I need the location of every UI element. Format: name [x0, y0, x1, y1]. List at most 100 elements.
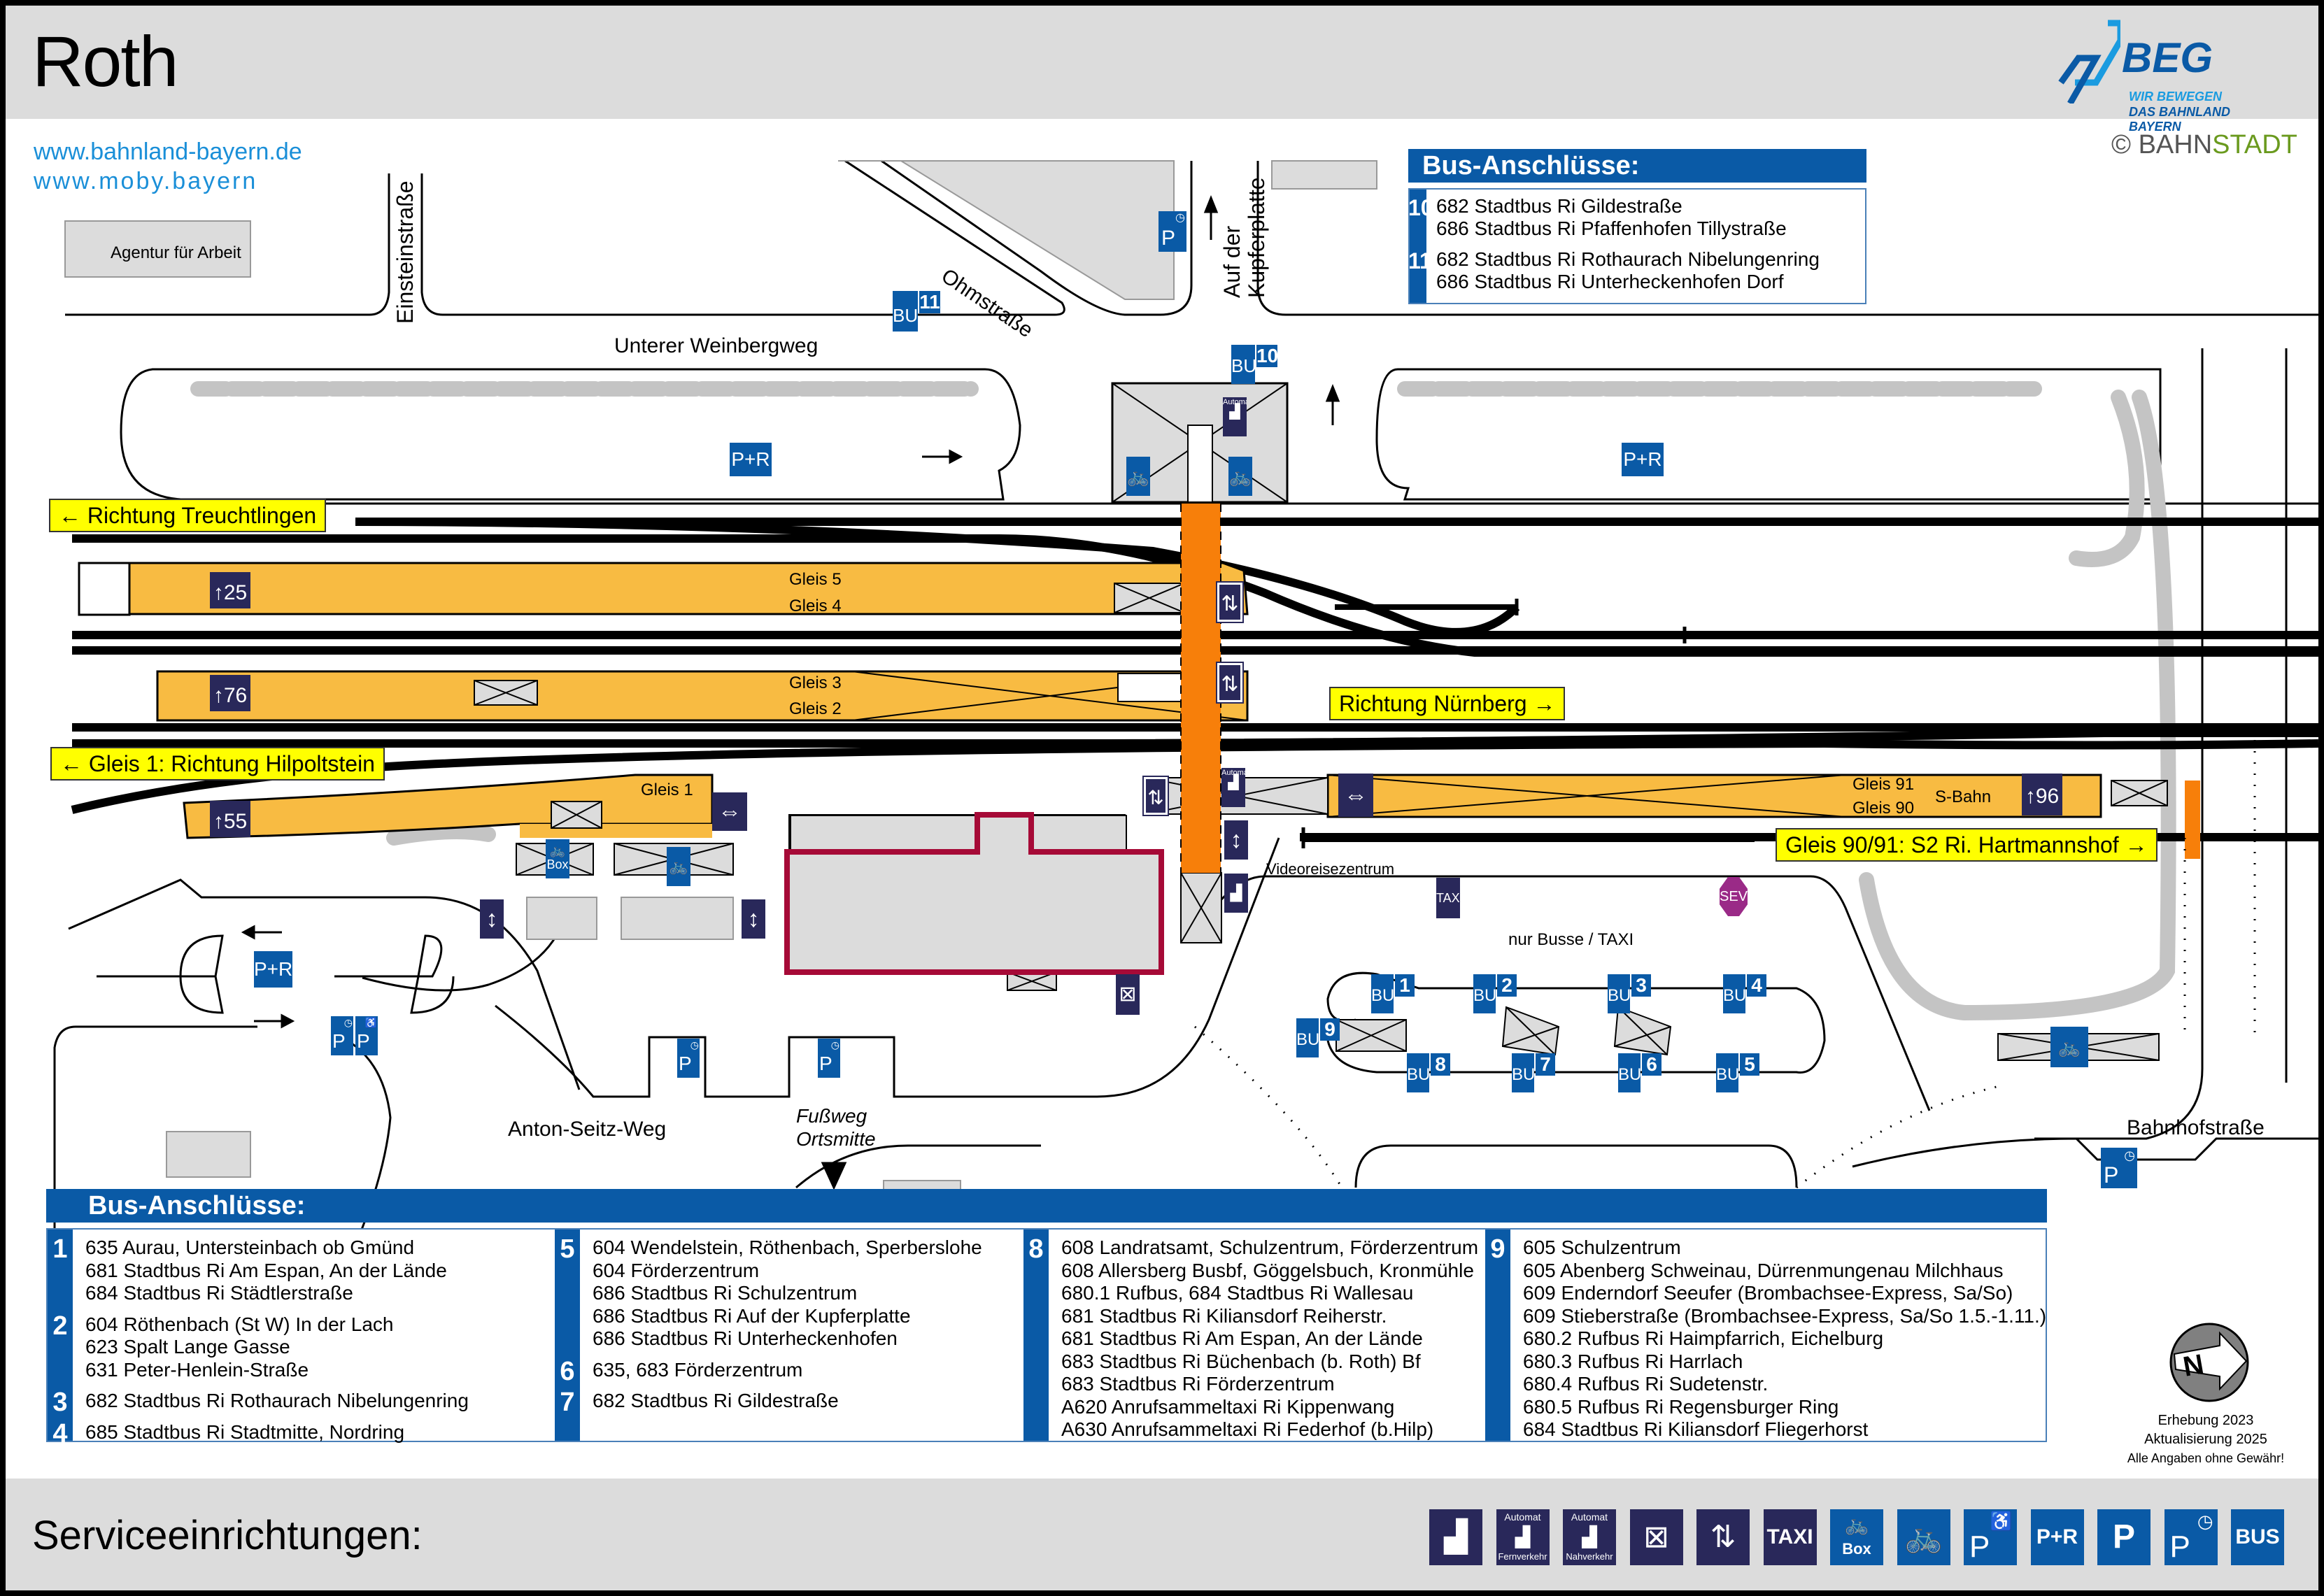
bike-parking-icon[interactable]: 🚲 [2050, 1027, 2088, 1067]
bus-stop-10-icon[interactable]: BUS [1231, 345, 1255, 384]
bus-stop-11-icon[interactable]: BUS [893, 291, 918, 332]
label-gleis-90: Gleis 90 [1852, 799, 1915, 818]
bus-stop-number-9: 9 [1320, 1018, 1340, 1041]
waiting-shelter-icon[interactable]: ⊠ [1116, 974, 1140, 1015]
short-term-parking-icon[interactable]: P◷ [677, 1039, 700, 1078]
park-and-ride-north-west-icon[interactable]: P+R [730, 443, 772, 476]
short-term-parking-icon[interactable]: P◷ [331, 1016, 353, 1055]
elevator-icon[interactable]: ⇅ [1216, 662, 1244, 704]
bus-stop-3-icon[interactable]: BUS [1608, 974, 1630, 1013]
bus-stop-9-icon[interactable]: BUS [1296, 1018, 1319, 1057]
bus-line: 686 Stadtbus Ri Pfaffenhofen Tillystraße [1436, 218, 1787, 239]
note-aktualisierung: Aktualisierung 2025 [2144, 1432, 2267, 1447]
ramp-icon[interactable]: ↕ [480, 899, 504, 939]
platforms [78, 562, 2102, 839]
platform-length-25: ↑25 [210, 572, 250, 608]
bus-group-number: 6 [560, 1356, 575, 1386]
elevator-icon[interactable]: ⇅ [1216, 581, 1244, 623]
arrow-up-icon: ↑ [213, 581, 224, 604]
platform-gleis-4-5 [128, 562, 1249, 615]
short-term-parking-icon[interactable]: P◷ [1159, 211, 1186, 252]
horizontal-walkway-icon[interactable]: ⇔ [712, 792, 747, 831]
short-term-parking-icon[interactable]: P◷ [2101, 1148, 2137, 1188]
bus-stop-number-3: 3 [1631, 974, 1651, 997]
bus-line: 635 Aurau, Untersteinbach ob Gmünd [85, 1237, 415, 1258]
building-block [1271, 160, 1377, 190]
road-edge [53, 1025, 257, 1313]
bike-parking-icon[interactable]: 🚲 [667, 847, 690, 886]
bus-line: 609 Enderndorf Seeufer (Brombachsee-Expr… [1523, 1282, 2013, 1304]
bus-stop-number-1: 1 [1395, 974, 1415, 997]
platform-length-55: ↑55 [210, 801, 250, 837]
bus-stop-1-icon[interactable]: BUS [1371, 974, 1394, 1013]
bike-parking-icon[interactable]: 🚲 [1126, 457, 1150, 496]
ticket-machine-icon[interactable]: ▟ [1224, 874, 1248, 913]
bus-group-number: 3 [52, 1388, 68, 1417]
park-and-ride-west-icon[interactable]: P+R [254, 951, 292, 988]
label-fussweg: Fußweg [796, 1105, 867, 1127]
bus-stop-number-5: 5 [1740, 1053, 1759, 1076]
bus-table-column-bar [1485, 1230, 1510, 1441]
bus-group-number: 4 [52, 1418, 68, 1448]
bus-connections-table-north: Bus-Anschlüsse: 10 682 Stadtbus Ri Gilde… [1408, 149, 1866, 306]
bus-stop-8-icon[interactable]: BUS [1407, 1053, 1429, 1092]
elevator-icon[interactable]: ⇅ [1142, 776, 1169, 816]
bus-line: 682 Stadtbus Ri Rothaurach Nibelungenrin… [85, 1390, 469, 1411]
turn-loop [97, 934, 224, 1014]
sev-rail-replacement-icon[interactable]: SEV [1720, 877, 1748, 916]
horizontal-walkway-icon[interactable]: ⇔ [1338, 774, 1373, 817]
bus-group-number: 8 [1028, 1234, 1044, 1264]
short-term-parking-icon[interactable]: P◷ [818, 1039, 840, 1078]
link-bahnland-bayern[interactable]: www.bahnland-bayern.de [34, 138, 302, 165]
wheelchair-icon: ♿ [364, 1017, 377, 1028]
sign-richtung-treuchtlingen: ← Richtung Treuchtlingen [49, 499, 327, 532]
bus-line: 683 Stadtbus Ri Förderzentrum [1061, 1373, 1335, 1395]
turn-loop [334, 934, 455, 1014]
station-building [784, 812, 1164, 975]
road-edge [2034, 348, 2204, 1140]
footpaths [1194, 740, 2256, 1189]
bus-line: 684 Stadtbus Ri Städtlerstraße [85, 1282, 353, 1304]
bus-stop-4-icon[interactable]: BUS [1723, 974, 1745, 1013]
disabled-parking-icon[interactable]: P♿ [355, 1016, 378, 1055]
underpass [1181, 504, 1221, 873]
taxi-stand-icon[interactable]: TAXI [1436, 878, 1460, 918]
bus-table-column-bar [555, 1230, 580, 1441]
street-kupferplatte-1: Auf der [1219, 225, 1245, 298]
road-edge [362, 914, 567, 992]
bus-stop-6-icon[interactable]: BUS [1618, 1053, 1641, 1092]
label-nur-busse-taxi: nur Busse / TAXI [1508, 930, 1634, 949]
ticket-machine-north-icon[interactable]: Automat▟ [1223, 397, 1247, 436]
bus-station-outline [1207, 875, 1931, 1111]
parking-icon: P [2097, 1509, 2151, 1565]
label-gleis-4: Gleis 4 [789, 597, 842, 615]
bike-parking-icon[interactable]: 🚲 [1228, 457, 1252, 496]
road-edge [1354, 1144, 1798, 1188]
ticket-machine-underpass-icon[interactable]: Automat▟ [1221, 768, 1245, 807]
bus-stop-7-icon[interactable]: BUS [1512, 1053, 1534, 1092]
park-and-ride-north-east-icon[interactable]: P+R [1622, 443, 1664, 476]
ramp-icon[interactable]: ↕ [1224, 820, 1248, 860]
sign-richtung-nuernberg: Richtung Nürnberg → [1329, 687, 1566, 720]
road-edge [881, 159, 1193, 316]
bus-group-number: 5 [560, 1234, 575, 1264]
bus-stop-2-icon[interactable]: BUS [1473, 974, 1496, 1013]
bus-stop-5-icon[interactable]: BUS [1716, 1053, 1738, 1092]
bus-line: 686 Stadtbus Ri Unterheckenhofen Dorf [1436, 271, 1784, 292]
bus-line: 686 Stadtbus Ri Unterheckenhofen [593, 1327, 898, 1349]
link-moby-bayern[interactable]: www.moby.bayern [34, 168, 258, 194]
bus-table-column-bar [48, 1230, 73, 1441]
building-small [621, 897, 734, 940]
clock-icon: ◷ [343, 1017, 353, 1028]
service-facilities-bar: Serviceeinrichtungen: ▟Automat▟Fernverke… [6, 1479, 2318, 1590]
bike-box-icon[interactable]: 🚲Box [546, 839, 569, 878]
ramp-icon[interactable]: ↕ [742, 899, 765, 939]
sign-s2-hartmannshof: Gleis 90/91: S2 Ri. Hartmannshof → [1776, 828, 2158, 862]
arrow-up-icon: ↑ [213, 810, 224, 833]
bus-line: 604 Förderzentrum [593, 1259, 760, 1281]
label-ortsmitte: Ortsmitte [796, 1128, 876, 1150]
